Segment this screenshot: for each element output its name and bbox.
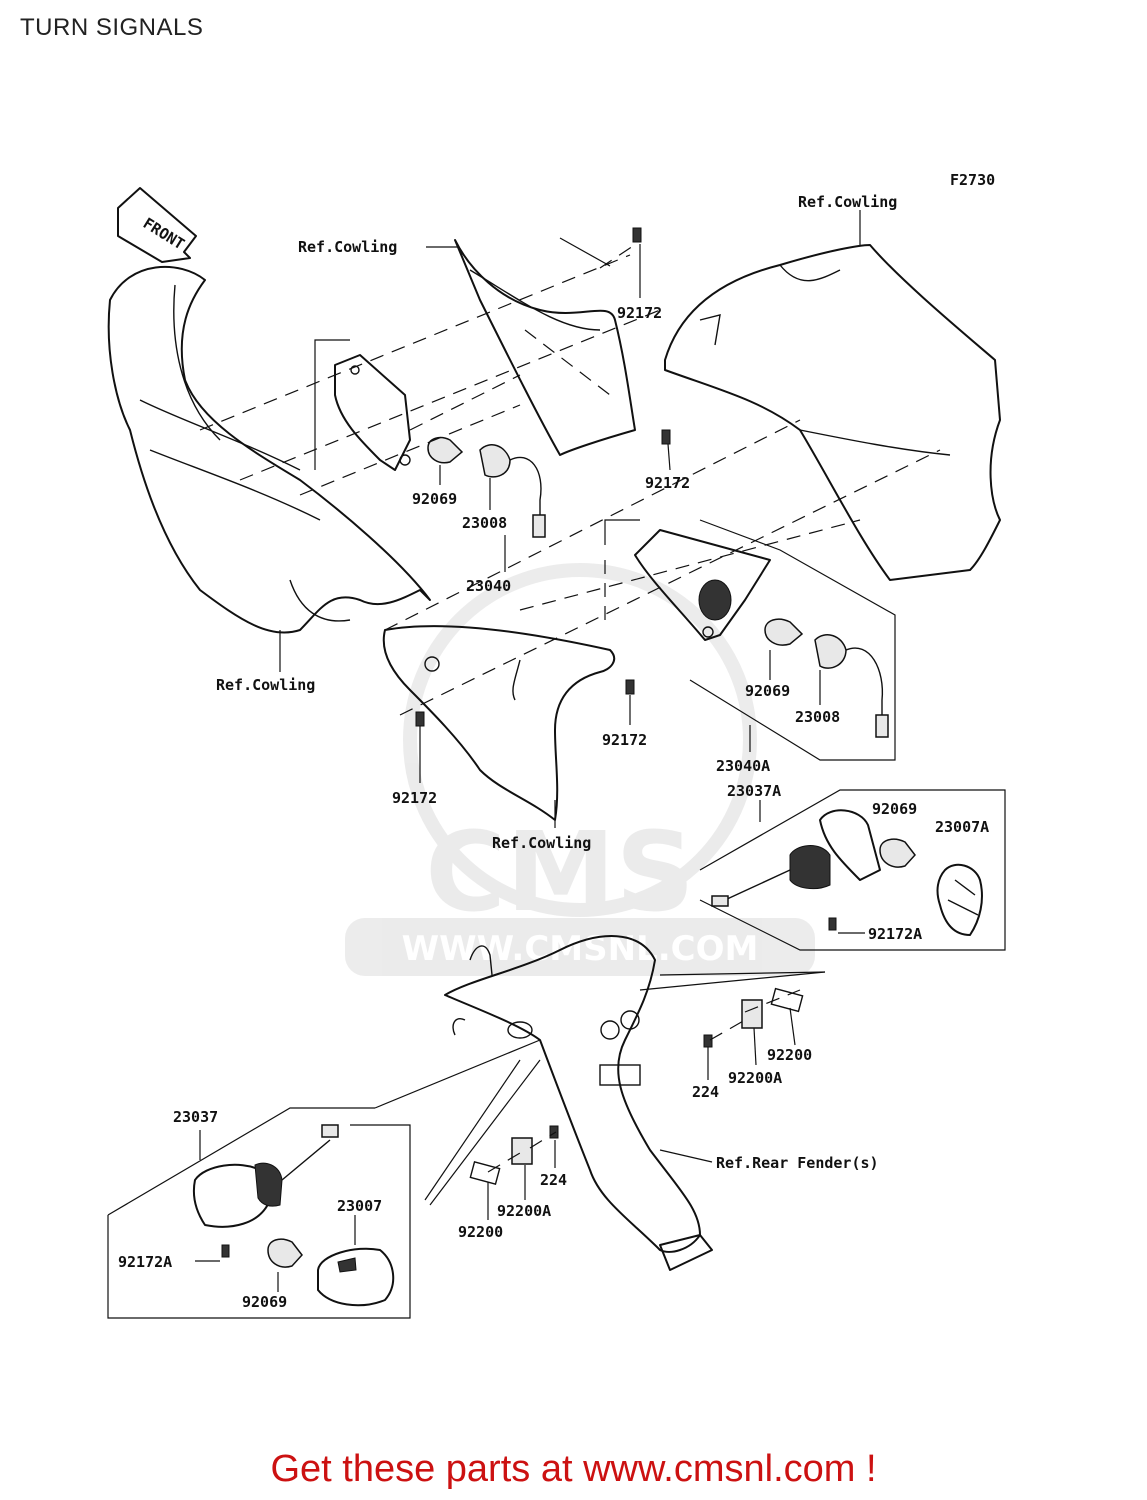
- figure-code: F2730: [950, 171, 995, 189]
- lens-23007A: [936, 863, 983, 936]
- lens-23007: [317, 1247, 395, 1307]
- center-cowling-piece: [382, 625, 616, 821]
- plate-92200-left: [469, 1161, 501, 1185]
- bulb-92069-rear-left: [267, 1238, 303, 1268]
- label-ref-rear-fender: Ref.Rear Fender(s): [716, 1154, 879, 1172]
- label-ref-cowling-right: Ref.Cowling: [798, 193, 897, 211]
- socket-23008-front-right: [814, 634, 889, 738]
- label-23037: 23037: [173, 1108, 218, 1126]
- screw-92172-upper: [632, 227, 642, 243]
- cms-watermark: CMS WWW.CMSNL.COM: [345, 563, 815, 976]
- label-ref-cowling-left: Ref.Cowling: [216, 676, 315, 694]
- label-92200A-left: 92200A: [497, 1202, 551, 1220]
- label-92200A-right: 92200A: [728, 1069, 782, 1087]
- label-224-left: 224: [540, 1171, 567, 1189]
- label-23008-front-left: 23008: [462, 514, 507, 532]
- rear-left-signal-body: [192, 1124, 339, 1258]
- screw-92172-center: [625, 679, 635, 695]
- label-23040: 23040: [466, 577, 511, 595]
- label-23008-front-right: 23008: [795, 708, 840, 726]
- bracket-92200A-left: [511, 1137, 533, 1165]
- bulb-92069-rear-right: [879, 838, 916, 868]
- inner-cowling-panel: [454, 239, 636, 456]
- page-title: TURN SIGNALS: [20, 14, 204, 41]
- label-92172A-left: 92172A: [118, 1253, 172, 1271]
- front-left-signal-body: [334, 354, 411, 471]
- label-leaders: [195, 210, 865, 1292]
- footer-cta-link[interactable]: Get these parts at www.cmsnl.com !: [270, 1448, 877, 1490]
- screw-224-right: [703, 1034, 713, 1048]
- label-23040A: 23040A: [716, 757, 770, 775]
- left-cowling-shape: [107, 265, 431, 634]
- label-92069-rear-right: 92069: [872, 800, 917, 818]
- bulb-92069-front-left: [427, 436, 464, 464]
- rear-right-signal-body: [711, 809, 881, 931]
- label-ref-cowling-top: Ref.Cowling: [298, 238, 397, 256]
- label-23007: 23007: [337, 1197, 382, 1215]
- bracket-92200A-right: [741, 999, 763, 1029]
- label-92069-rear-left: 92069: [242, 1293, 287, 1311]
- assembly-guides: [107, 237, 1006, 1319]
- screw-92172-left: [415, 711, 425, 727]
- label-92200-left: 92200: [458, 1223, 503, 1241]
- label-92200-right: 92200: [767, 1046, 812, 1064]
- label-224-right: 224: [692, 1083, 719, 1101]
- front-arrow-icon: FRONT: [117, 187, 197, 263]
- label-92172-mid: 92172: [645, 474, 690, 492]
- label-92172-center: 92172: [602, 731, 647, 749]
- label-92069-front-left: 92069: [412, 490, 457, 508]
- screw-92172-mid: [661, 429, 671, 445]
- parts-diagram: CMS WWW.CMSNL.COM FRONT F2730: [107, 171, 1006, 1319]
- label-92069-front-right: 92069: [745, 682, 790, 700]
- label-92172A-right: 92172A: [868, 925, 922, 943]
- label-92172-left: 92172: [392, 789, 437, 807]
- label-23037A: 23037A: [727, 782, 781, 800]
- part-labels: Ref.Cowling Ref.Cowling Ref.Cowling Ref.…: [118, 193, 989, 1311]
- front-right-signal-body: [634, 529, 771, 641]
- right-cowling-shape: [664, 244, 1001, 581]
- bulb-92069-front-right: [764, 618, 804, 646]
- watermark-url: WWW.CMSNL.COM: [402, 929, 759, 969]
- screw-224-left: [549, 1125, 559, 1139]
- label-92172-upper: 92172: [617, 304, 662, 322]
- socket-23008-front-left: [479, 444, 546, 538]
- label-ref-cowling-bottom: Ref.Cowling: [492, 834, 591, 852]
- watermark-brand: CMS: [425, 808, 694, 936]
- rear-fender-shape: [444, 935, 713, 1271]
- plate-92200-right: [770, 987, 804, 1013]
- label-23007A: 23007A: [935, 818, 989, 836]
- front-label: FRONT: [140, 214, 188, 253]
